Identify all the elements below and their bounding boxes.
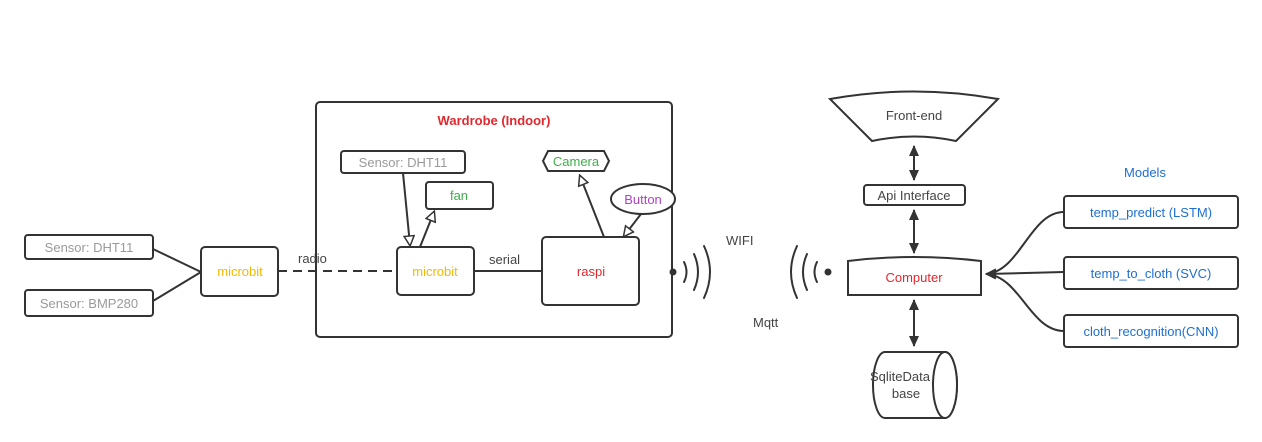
database-label-line2: base (892, 386, 920, 401)
arrow-sensor-to-microbit (402, 172, 410, 245)
api-interface-label: Api Interface (878, 188, 951, 203)
computer-node[interactable]: Computer (847, 256, 982, 296)
model-temp-predict-label: temp_predict (LSTM) (1090, 205, 1212, 220)
camera-label: Camera (553, 154, 600, 169)
arrow-cnn-to-computer (985, 269, 1065, 332)
wifi-receive-icon (790, 245, 832, 299)
mqtt-label: Mqtt (753, 315, 779, 330)
raspi-label: raspi (577, 264, 605, 279)
button-label: Button (624, 192, 662, 207)
connector-dht11-microbit (152, 248, 202, 273)
connector-bmp280-microbit (152, 271, 202, 302)
arrow-lstm-to-computer (985, 211, 1065, 279)
models-title: Models (1124, 165, 1166, 180)
indoor-microbit[interactable]: microbit (396, 246, 475, 296)
fan-node[interactable]: fan (425, 181, 494, 210)
model-cloth-recognition-label: cloth_recognition(CNN) (1083, 324, 1218, 339)
outdoor-sensor-dht11[interactable]: Sensor: DHT11 (24, 234, 154, 260)
outdoor-sensor-dht11-label: Sensor: DHT11 (45, 240, 134, 255)
outdoor-microbit-label: microbit (217, 264, 263, 279)
serial-label: serial (489, 252, 520, 267)
api-interface-node[interactable]: Api Interface (863, 184, 966, 206)
model-cloth-recognition[interactable]: cloth_recognition(CNN) (1063, 314, 1239, 348)
frontend-node[interactable]: Front-end (827, 90, 1001, 143)
wardrobe-title: Wardrobe (Indoor) (438, 113, 551, 128)
indoor-sensor-dht11-label: Sensor: DHT11 (359, 155, 448, 170)
outdoor-sensor-bmp280-label: Sensor: BMP280 (40, 296, 138, 311)
raspi-node[interactable]: raspi (541, 236, 640, 306)
model-temp-to-cloth-label: temp_to_cloth (SVC) (1091, 266, 1212, 281)
model-temp-to-cloth[interactable]: temp_to_cloth (SVC) (1063, 256, 1239, 290)
camera-node[interactable]: Camera (541, 150, 611, 172)
database-node[interactable]: SqliteData base (870, 351, 958, 419)
button-node[interactable]: Button (610, 183, 676, 215)
indoor-sensor-dht11[interactable]: Sensor: DHT11 (340, 150, 466, 174)
arrow-raspi-to-camera (580, 176, 605, 238)
arrow-microbit-to-fan (419, 212, 434, 248)
wardrobe-container (315, 101, 673, 338)
fan-label: fan (450, 188, 468, 203)
wifi-transmit-icon (669, 245, 711, 299)
outdoor-sensor-bmp280[interactable]: Sensor: BMP280 (24, 289, 154, 317)
indoor-microbit-label: microbit (412, 264, 458, 279)
computer-label: Computer (885, 270, 943, 285)
model-temp-predict[interactable]: temp_predict (LSTM) (1063, 195, 1239, 229)
frontend-label: Front-end (886, 108, 942, 123)
arrow-button-to-raspi (624, 213, 642, 236)
database-label-line1: SqliteData (870, 369, 931, 384)
radio-label: radio (298, 251, 327, 266)
outdoor-microbit[interactable]: microbit (200, 246, 279, 297)
arrow-svc-to-computer (985, 268, 1065, 279)
wifi-label: WIFI (726, 233, 753, 248)
